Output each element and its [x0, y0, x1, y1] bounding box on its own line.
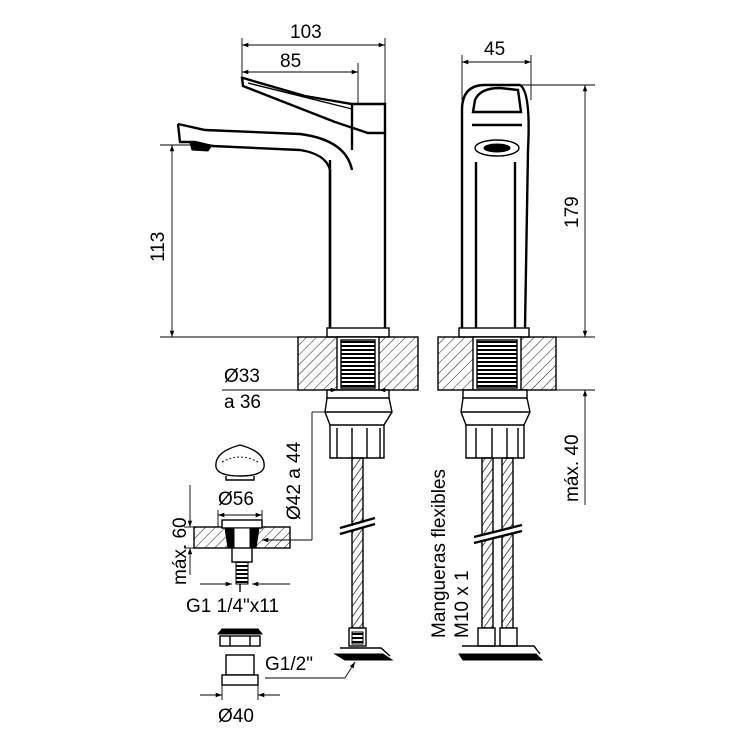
- front-counter-section: [297, 336, 419, 459]
- hoses-note-line2: M10 x 1: [452, 570, 473, 638]
- drain-assembly: [193, 444, 291, 686]
- threaded-stud: [340, 339, 376, 389]
- side-counter-section: [437, 336, 557, 459]
- dim-counter-thickness: máx. 40: [562, 434, 583, 502]
- dim-basin-thickness: máx. 60: [170, 517, 191, 585]
- dim-total-reach: 103: [290, 22, 322, 43]
- side-flexible-hoses: [458, 457, 544, 661]
- dim-hose-thread: G1/2": [265, 654, 313, 675]
- lever-handle: [240, 76, 387, 135]
- dim-lever-reach: 85: [280, 51, 301, 72]
- front-flexible-hose: [333, 457, 394, 661]
- front-view-faucet: [176, 76, 390, 338]
- side-aerator: [483, 143, 511, 153]
- dim-hole-diameter: Ø33: [224, 366, 260, 387]
- dimension-lines: [160, 38, 595, 700]
- side-lever: [471, 86, 523, 114]
- hoses-note-line1: Mangueras flexibles: [429, 469, 450, 638]
- dim-spout-height: 113: [148, 232, 169, 262]
- dim-flange-diameter: Ø56: [218, 489, 254, 510]
- dim-side-width: 45: [484, 39, 505, 60]
- dim-hole-diameter-range: a 36: [224, 392, 261, 413]
- spout-outline: [176, 123, 332, 328]
- dim-valve-body-range: Ø42 a 44: [284, 441, 305, 520]
- dim-thread-spec: G1 1/4"x11: [186, 596, 279, 617]
- aerator: [189, 142, 213, 152]
- dim-valve-diameter: Ø40: [218, 706, 254, 727]
- dim-total-height: 179: [562, 196, 583, 228]
- side-view-faucet: [458, 83, 530, 338]
- drain-cap: [215, 444, 265, 477]
